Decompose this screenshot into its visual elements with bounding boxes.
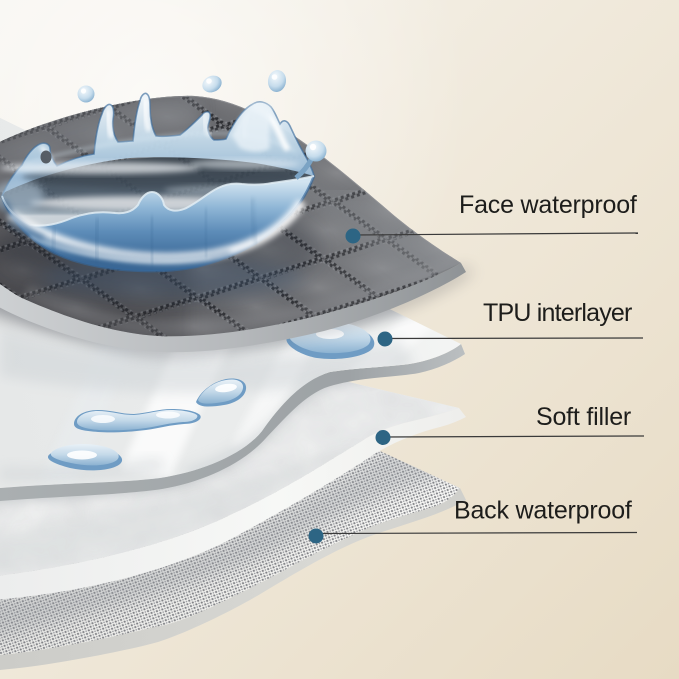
- svg-text:Face waterproof: Face waterproof: [459, 191, 637, 219]
- svg-text:Soft filler: Soft filler: [536, 403, 631, 431]
- svg-text:Back waterproof: Back waterproof: [454, 497, 632, 525]
- svg-text:TPU interlayer: TPU interlayer: [483, 299, 632, 327]
